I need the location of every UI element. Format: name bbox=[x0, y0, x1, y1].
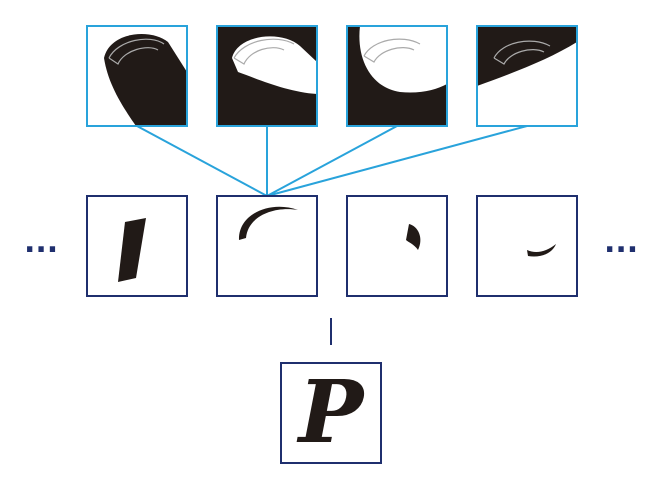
zoom-2-frame bbox=[216, 25, 318, 127]
stroke-1-vertical-stroke bbox=[118, 218, 146, 282]
zoom-2-outline-hint bbox=[233, 38, 295, 65]
connector-line-3 bbox=[266, 125, 398, 197]
connector-lines bbox=[136, 125, 528, 197]
zoom-2-white-crescent bbox=[232, 36, 317, 94]
stroke-4-frame bbox=[476, 195, 578, 297]
stroke-tile-2 bbox=[216, 195, 318, 297]
ellipsis-left: ... bbox=[24, 225, 58, 260]
zoom-1-outline-hint bbox=[108, 38, 165, 65]
zoom-1-frame bbox=[86, 25, 188, 127]
stroke-3-frame bbox=[346, 195, 448, 297]
stroke-2-crescent-stroke bbox=[238, 206, 298, 240]
zoom-4-ink-wedge bbox=[477, 26, 577, 86]
stroke-tile-1 bbox=[86, 195, 188, 297]
zoom-4-frame bbox=[476, 25, 578, 127]
result-letter: P bbox=[296, 362, 366, 463]
connector-line-1 bbox=[136, 125, 268, 197]
zoom-4-outline-hint bbox=[493, 40, 551, 65]
zoom-tile-3 bbox=[346, 25, 448, 127]
stroke-2-frame bbox=[216, 195, 318, 297]
stroke-4-dash-stroke bbox=[527, 244, 556, 257]
connector-line-4 bbox=[266, 125, 528, 197]
ellipsis-right: ... bbox=[604, 225, 638, 260]
zoom-tile-2 bbox=[216, 25, 318, 127]
zoom-1-ink-blob bbox=[104, 34, 187, 126]
result-glyph: P bbox=[280, 362, 382, 464]
zoom-3-outline-hint bbox=[363, 38, 421, 63]
stroke-3-comma-stroke bbox=[406, 224, 421, 250]
stroke-tile-4 bbox=[476, 195, 578, 297]
zoom-tile-4 bbox=[476, 25, 578, 127]
result-frame bbox=[280, 362, 382, 464]
zoom-tile-1 bbox=[86, 25, 188, 127]
zoom-3-frame bbox=[346, 25, 448, 127]
stroke-tile-3 bbox=[346, 195, 448, 297]
zoom-3-ink-region bbox=[347, 26, 447, 126]
stroke-1-frame bbox=[86, 195, 188, 297]
